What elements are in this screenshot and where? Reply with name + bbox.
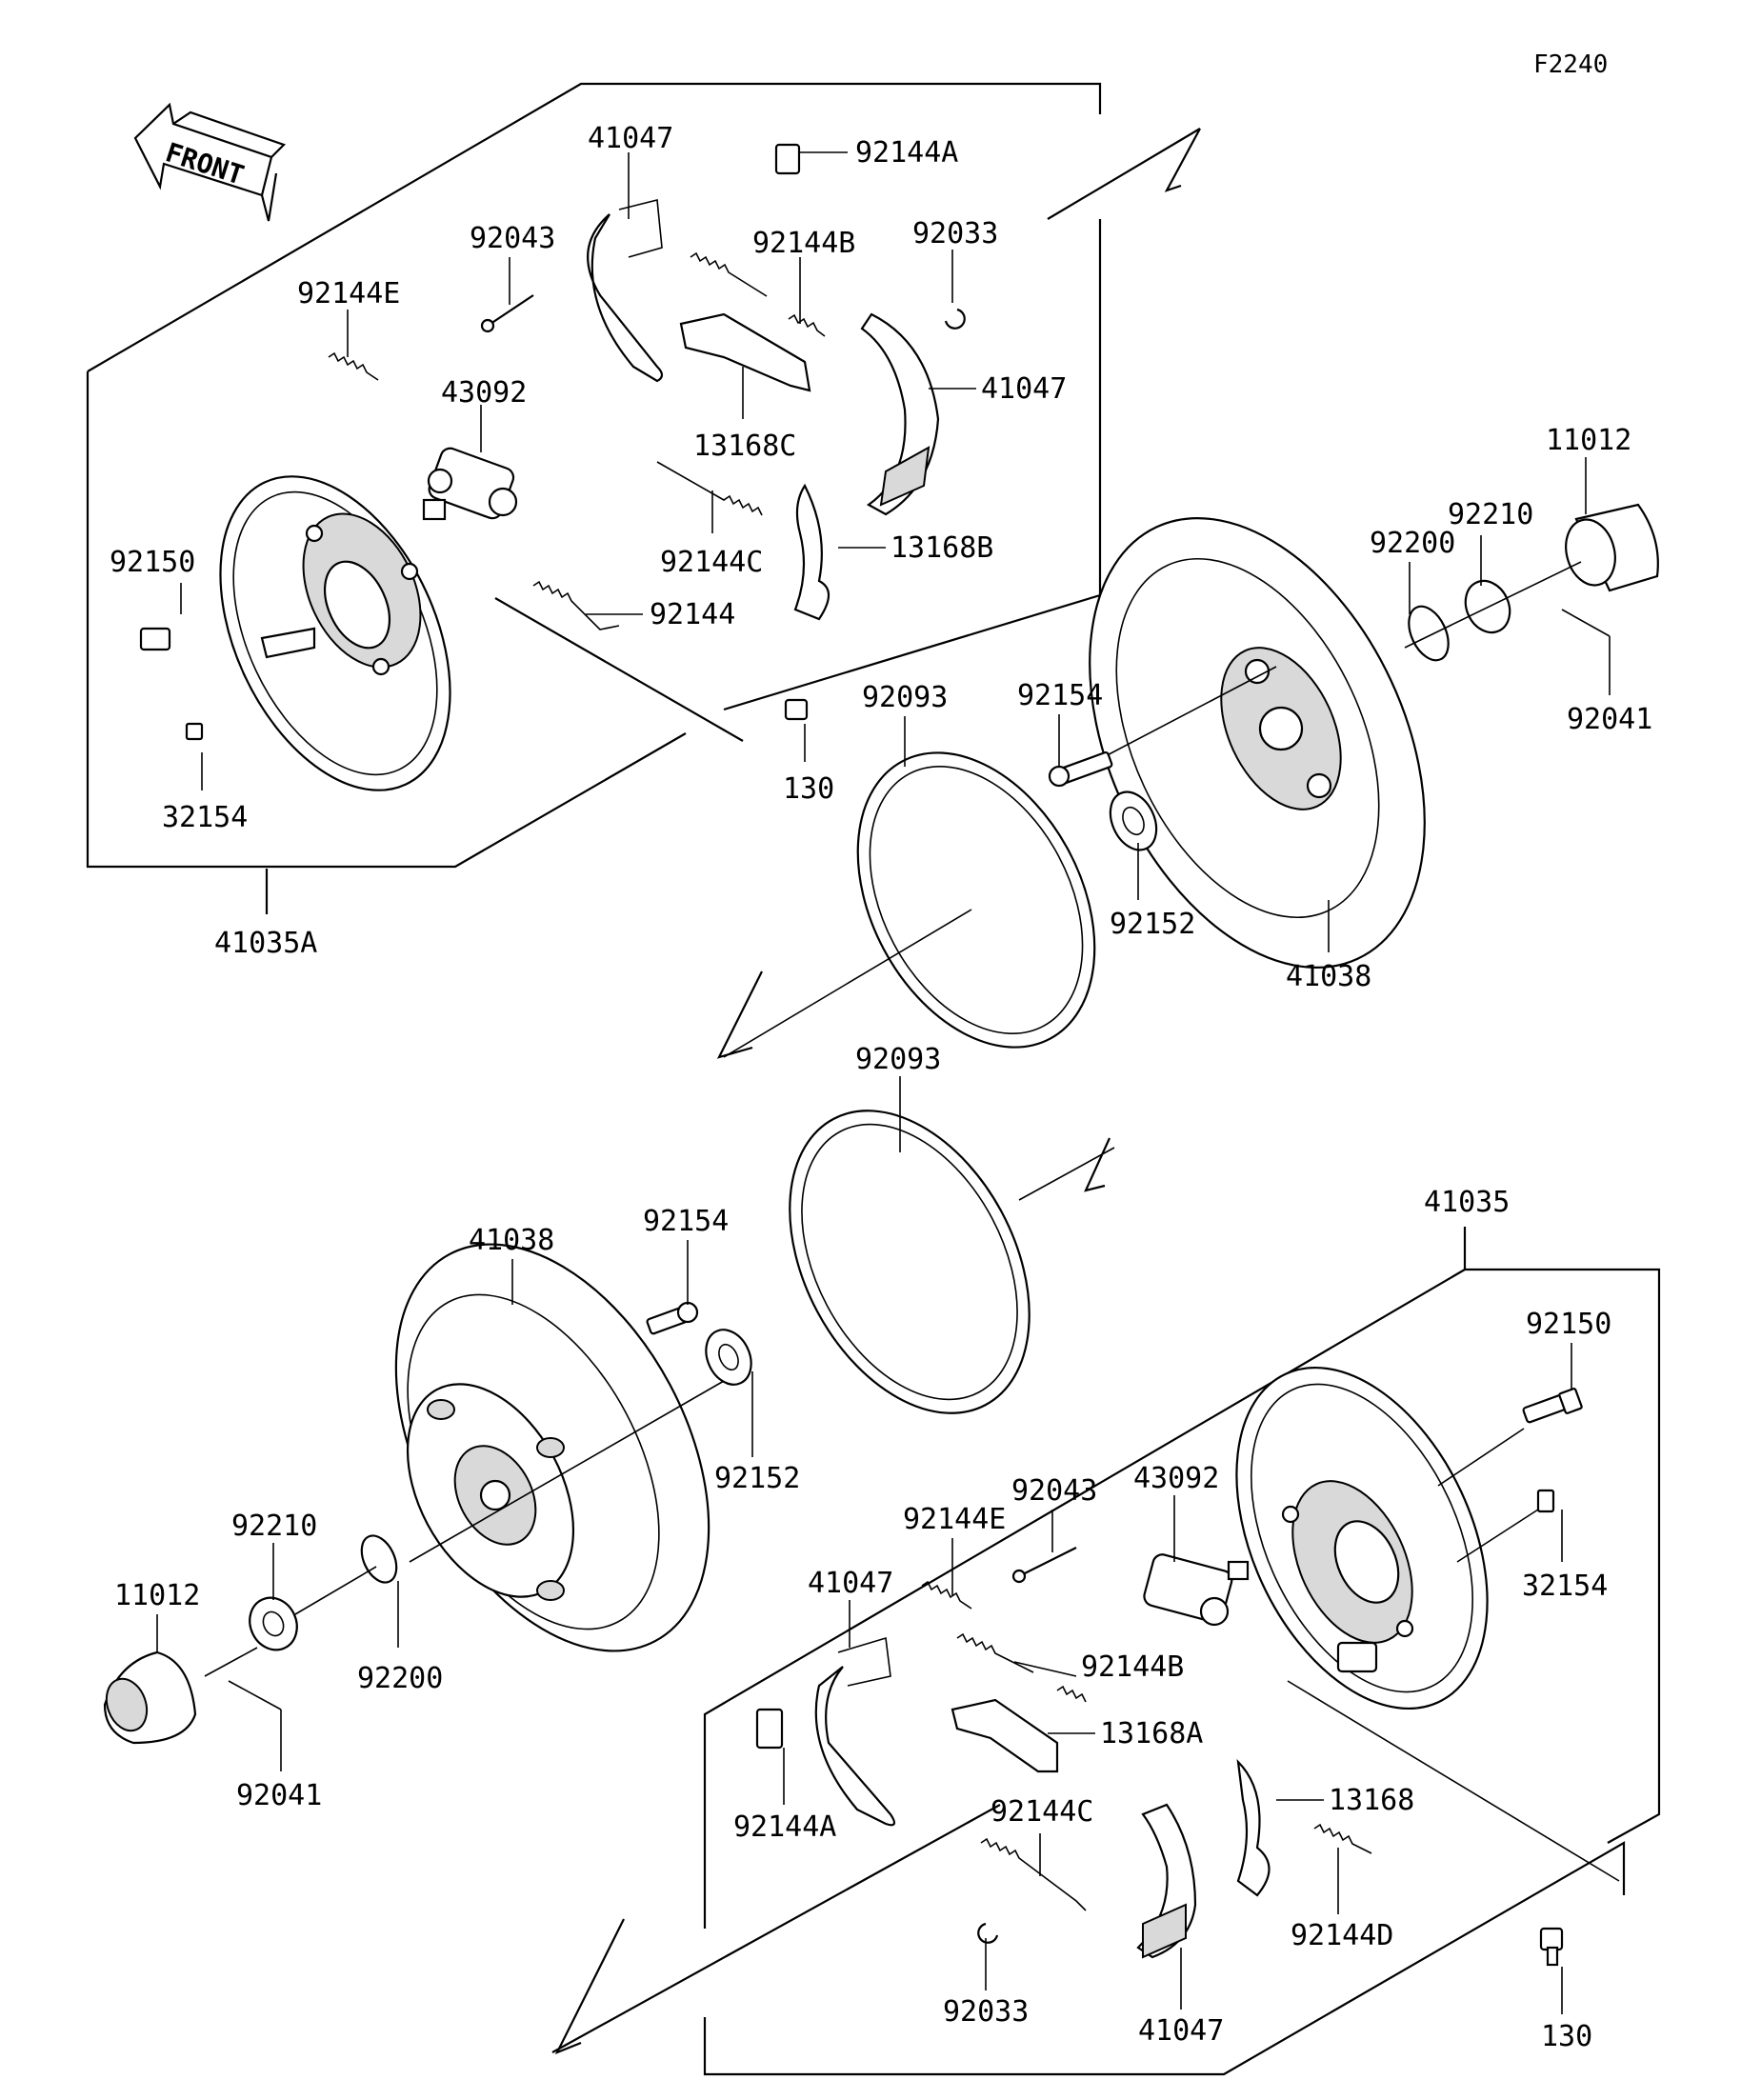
label-41047-top-shoe-2: 41047 [981, 372, 1067, 406]
label-92152-top: 92152 [1110, 908, 1195, 941]
label-11012-bottom: 11012 [114, 1579, 200, 1612]
label-92033-bottom: 92033 [943, 1995, 1029, 2029]
label-92144D-bottom: 92144D [1291, 1919, 1393, 1952]
label-11012-top: 11012 [1546, 424, 1631, 457]
clip-92144A-bottom [755, 1708, 784, 1750]
springs-bottom [921, 1580, 1372, 1911]
label-41038-top: 41038 [1286, 960, 1371, 993]
label-92144A-top: 92144A [855, 136, 958, 170]
label-92093-bottom: 92093 [855, 1043, 941, 1076]
brake-shoe-top-2 [860, 312, 940, 516]
springs-top [328, 251, 826, 630]
label-92144B-top: 92144B [752, 227, 855, 260]
label-92043-bottom: 92043 [1011, 1474, 1097, 1508]
brake-drum-bottom [394, 1243, 725, 1652]
strut-top [793, 483, 830, 621]
label-92200-top: 92200 [1370, 527, 1455, 560]
label-92041-top: 92041 [1567, 703, 1652, 736]
label-92150-top: 92150 [110, 546, 195, 579]
hardware-top [139, 143, 966, 741]
label-41047-bottom-shoe-2: 41047 [1138, 2014, 1224, 2048]
label-92144E-top: 92144E [297, 277, 400, 310]
label-32154-top: 32154 [162, 801, 248, 834]
label-41035: 41035 [1424, 1186, 1510, 1219]
label-92144B-bottom: 92144B [1081, 1650, 1184, 1684]
wheel-cylinder-top [422, 447, 518, 521]
label-130-top: 130 [783, 772, 834, 806]
label-32154-bottom: 32154 [1522, 1570, 1608, 1603]
label-92152-bottom: 92152 [714, 1462, 800, 1495]
pin-92043-bottom [1011, 1547, 1077, 1584]
brake-shoe-bottom-1 [814, 1636, 896, 1827]
front-arrow-icon: FRONT [133, 102, 287, 222]
parking-lever-top [679, 312, 811, 392]
label-92144C-bottom: 92144C [991, 1795, 1093, 1829]
label-92144-top: 92144 [650, 598, 735, 631]
label-92154-bottom: 92154 [643, 1205, 729, 1238]
nut-92210-bottom [249, 1596, 298, 1651]
label-92210-top: 92210 [1448, 498, 1533, 531]
bolt-92154-bottom [646, 1301, 699, 1335]
label-41035A: 41035A [214, 927, 317, 960]
brake-drum-top [1075, 517, 1426, 969]
label-130-bottom: 130 [1541, 2020, 1592, 2053]
label-13168B-top: 13168B [891, 531, 993, 565]
figure-code: F2240 [1533, 50, 1608, 79]
backing-plate-top [219, 475, 451, 791]
label-92210-bottom: 92210 [231, 1510, 317, 1543]
brake-shoe-top-1 [587, 198, 664, 383]
bolt-92150-bottom [1522, 1388, 1583, 1424]
label-92144E-bottom: 92144E [903, 1503, 1006, 1536]
wheel-cylinder-bottom [1143, 1553, 1250, 1627]
label-43092-top: 43092 [441, 376, 527, 410]
bolt-130-bottom [1539, 1927, 1564, 1967]
label-92093-top: 92093 [862, 681, 948, 714]
washer-92200-bottom [360, 1534, 398, 1584]
parking-lever-bottom [951, 1698, 1059, 1773]
label-13168A-bottom: 13168A [1100, 1717, 1203, 1750]
label-43092-bottom: 43092 [1133, 1462, 1219, 1495]
label-13168-bottom: 13168 [1329, 1784, 1414, 1817]
backing-plate-bottom [1235, 1366, 1489, 1710]
gasket-92093-top [856, 751, 1096, 1049]
label-92144A-bottom: 92144A [733, 1810, 836, 1844]
label-41038-bottom: 41038 [469, 1224, 554, 1257]
bleeder-32154-bottom [1536, 1489, 1555, 1513]
label-92043-top: 92043 [470, 222, 555, 255]
label-92200-bottom: 92200 [357, 1662, 443, 1695]
oil-seal-top [1109, 790, 1158, 851]
label-13168C-top: 13168C [693, 430, 796, 463]
bottom-assembly-frame [551, 1227, 1661, 2076]
gasket-92093-bottom [789, 1110, 1031, 1414]
label-92150-bottom: 92150 [1526, 1308, 1611, 1341]
leader-lines [156, 151, 1611, 2014]
brake-shoe-bottom-2 [1136, 1803, 1197, 1959]
label-92154-top: 92154 [1017, 679, 1103, 712]
label-41047-bottom-shoe: 41047 [808, 1567, 893, 1600]
washer-92200-top [1408, 605, 1450, 662]
cap-11012-bottom [103, 1650, 197, 1745]
label-41047-top-shoe: 41047 [588, 122, 673, 155]
oil-seal-bottom [705, 1329, 752, 1386]
clip-92033-bottom [977, 1922, 999, 1944]
cap-11012-top [1565, 503, 1659, 592]
label-92041-bottom: 92041 [236, 1779, 322, 1812]
label-92144C-top: 92144C [660, 546, 763, 579]
label-92033-top: 92033 [912, 217, 998, 250]
strut-bottom [1236, 1758, 1271, 1897]
